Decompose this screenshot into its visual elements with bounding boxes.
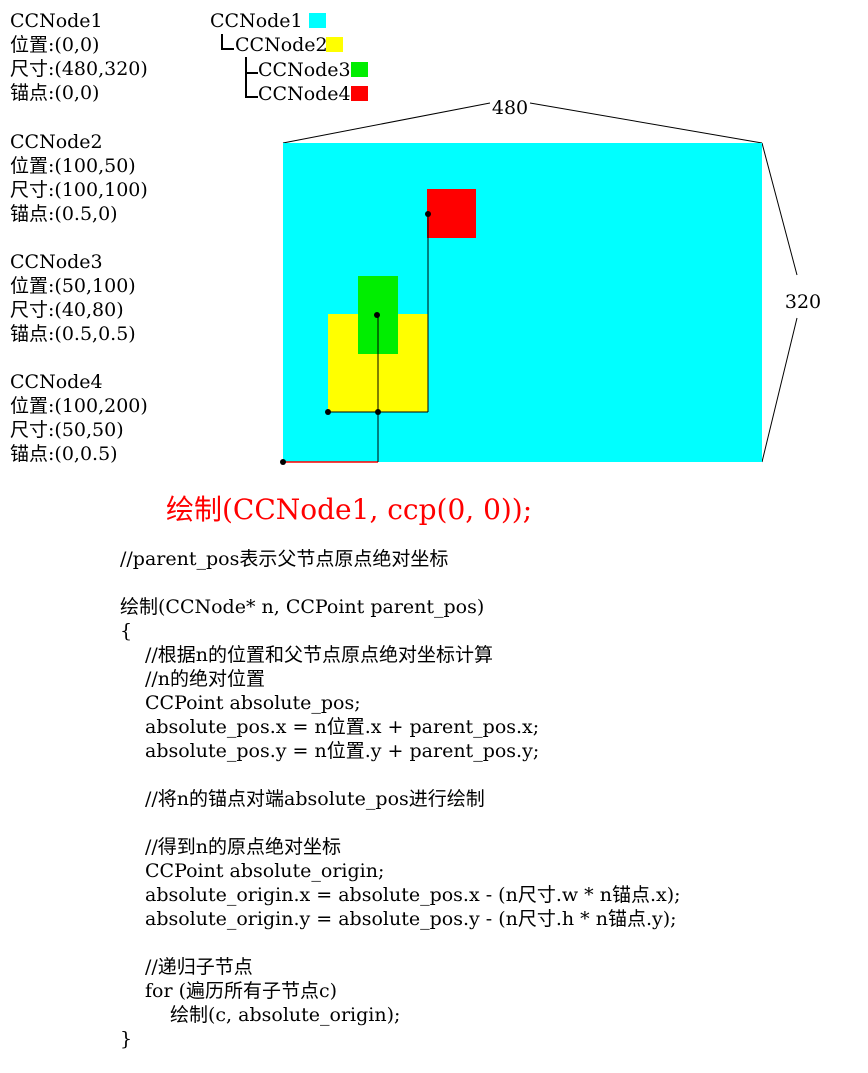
node-size: 尺寸:(480,320)	[10, 58, 148, 80]
node2-origin-dot	[325, 409, 331, 415]
node-position: 位置:(0,0)	[10, 34, 100, 56]
node-anchor: 锚点:(0.5,0.5)	[10, 323, 136, 345]
node2-anchor-dot	[375, 409, 381, 415]
code-line	[120, 571, 681, 595]
node-size: 尺寸:(40,80)	[10, 299, 124, 321]
node-diagram: CCNode1 CCNode2 CCNode3 CCNode4 480 320	[210, 10, 821, 465]
node-name: CCNode4	[10, 371, 103, 393]
height-dimension-line	[761, 142, 798, 463]
code-line: 绘制(c, absolute_origin);	[170, 1004, 401, 1026]
node-info-2: CCNode2 位置:(100,50) 尺寸:(100,100) 锚点:(0.5…	[10, 130, 148, 226]
node-position: 位置:(100,50)	[10, 155, 136, 177]
node-anchor: 锚点:(0.5,0)	[10, 203, 118, 225]
tree-grandchild-label: CCNode4	[258, 83, 351, 105]
node-info-1: CCNode1 位置:(0,0) 尺寸:(480,320) 锚点:(0,0)	[10, 9, 148, 105]
width-dimension-line	[282, 102, 763, 144]
tree-branch-line	[245, 57, 258, 98]
tree-child-swatch	[326, 37, 343, 52]
tree-grandchild-swatch	[351, 62, 368, 77]
code-line: }	[120, 1028, 133, 1050]
code-line: //递归子节点	[145, 956, 253, 978]
tree-root-label: CCNode1	[210, 10, 303, 32]
node-size: 尺寸:(100,100)	[10, 179, 148, 201]
width-label: 480	[492, 97, 528, 119]
tree-grandchild-label: CCNode3	[258, 59, 351, 81]
node3-anchor-dot	[374, 312, 380, 318]
node-name: CCNode2	[10, 131, 103, 153]
node4-anchor-dot	[425, 211, 431, 217]
code-line: for (遍历所有子节点c)	[145, 980, 338, 1002]
tree-child-label: CCNode2	[235, 34, 328, 56]
node1-anchor-dot	[280, 459, 286, 465]
node-info-3: CCNode3 位置:(50,100) 尺寸:(40,80) 锚点:(0.5,0…	[10, 250, 136, 346]
node-position: 位置:(50,100)	[10, 275, 136, 297]
code-line: absolute_origin.y = absolute_pos.y - (n尺…	[145, 908, 677, 930]
code-line: absolute_origin.x = absolute_pos.x - (n尺…	[145, 884, 681, 906]
code-line: //将n的锚点对端absolute_pos进行绘制	[145, 788, 485, 810]
code-line	[120, 931, 681, 955]
pseudo-code: //parent_pos表示父节点原点绝对坐标绘制(CCNode* n, CCP…	[120, 547, 681, 1051]
code-line: //得到n的原点绝对坐标	[145, 836, 342, 858]
code-line: absolute_pos.x = n位置.x + parent_pos.x;	[145, 716, 540, 738]
draw-call-title: 绘制(CCNode1, ccp(0, 0));	[166, 493, 533, 526]
code-line: //parent_pos表示父节点原点绝对坐标	[120, 548, 449, 570]
code-line: {	[120, 620, 133, 642]
code-line: 绘制(CCNode* n, CCPoint parent_pos)	[120, 596, 485, 618]
node-name: CCNode1	[10, 10, 103, 32]
node-anchor: 锚点:(0,0)	[10, 82, 100, 104]
tree-grandchild-swatch	[351, 86, 368, 101]
node-size: 尺寸:(50,50)	[10, 419, 124, 441]
code-line: //n的绝对位置	[145, 668, 266, 690]
tree-root-swatch	[309, 13, 326, 28]
node-position: 位置:(100,200)	[10, 395, 148, 417]
code-line	[120, 811, 681, 835]
node-name: CCNode3	[10, 251, 103, 273]
code-line: CCPoint absolute_origin;	[145, 860, 385, 882]
node-info-4: CCNode4 位置:(100,200) 尺寸:(50,50) 锚点:(0,0.…	[10, 370, 148, 466]
node1-rect	[283, 143, 762, 462]
node-anchor: 锚点:(0,0.5)	[10, 443, 118, 465]
tree-branch-line	[221, 34, 234, 50]
node4-rect	[427, 189, 476, 238]
code-line	[120, 763, 681, 787]
node-tree: CCNode1 CCNode2 CCNode3 CCNode4	[210, 10, 368, 105]
code-line: CCPoint absolute_pos;	[145, 692, 361, 714]
height-label: 320	[785, 291, 821, 313]
code-line: //根据n的位置和父节点原点绝对坐标计算	[145, 644, 494, 666]
code-line: absolute_pos.y = n位置.y + parent_pos.y;	[145, 740, 540, 762]
